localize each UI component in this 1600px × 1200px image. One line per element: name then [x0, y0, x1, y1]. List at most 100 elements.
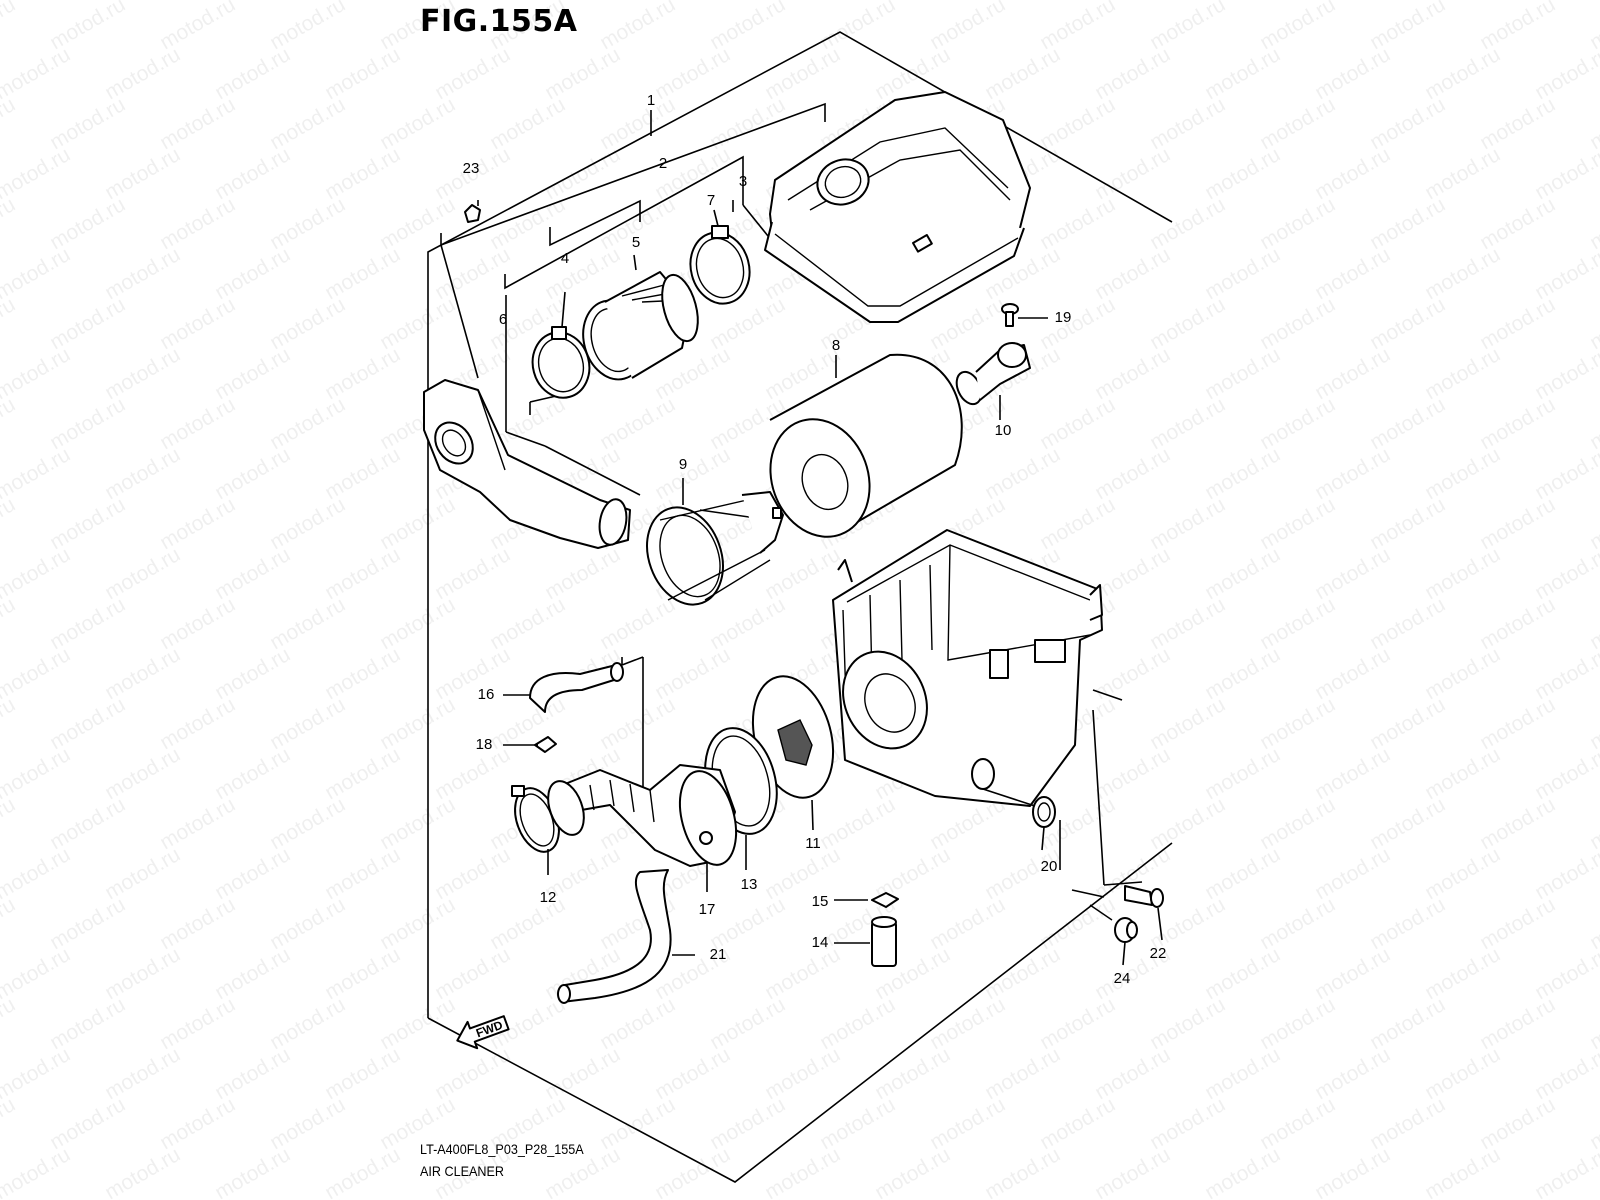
- callout-19: 19: [1055, 309, 1072, 326]
- callout-24: 24: [1114, 970, 1131, 987]
- part-20-grommet: [1032, 796, 1056, 828]
- part-24-screw: [1089, 904, 1138, 943]
- callout-13: 13: [741, 876, 758, 893]
- part-16-hose: [529, 662, 624, 713]
- callout-8: 8: [832, 337, 840, 354]
- callout-3: 3: [739, 173, 747, 190]
- watermark-text: motod.ru: [0, 593, 19, 654]
- watermark-text: motod.ru: [0, 143, 74, 204]
- part-15-clip: [871, 892, 899, 908]
- watermark-text: motod.ru: [0, 343, 74, 404]
- figure-code: LT-A400FL8_P03_P28_155A: [420, 1141, 584, 1157]
- watermark-text: motod.ru: [0, 843, 74, 904]
- watermark-text: motod.ru: [1531, 143, 1600, 204]
- watermark-text: motod.ru: [1366, 1193, 1449, 1200]
- callout-5: 5: [632, 234, 640, 251]
- watermark-text: motod.ru: [706, 1193, 789, 1200]
- callout-9: 9: [679, 456, 687, 473]
- watermark-text: motod.ru: [0, 643, 74, 704]
- watermark-text: motod.ru: [1421, 1143, 1504, 1200]
- part-5-rubber-boot: [582, 271, 699, 381]
- part-19-screw: [1001, 303, 1019, 327]
- callout-20: 20: [1041, 858, 1058, 875]
- watermark-text: motod.ru: [0, 893, 19, 954]
- callout-2: 2: [659, 155, 667, 172]
- watermark-text: motod.ru: [1531, 343, 1600, 404]
- callout-17: 17: [699, 901, 716, 918]
- callout-10: 10: [995, 422, 1012, 439]
- callout-12: 12: [540, 889, 557, 906]
- watermark-text: motod.ru: [0, 1143, 74, 1200]
- watermark-text: motod.ru: [0, 793, 19, 854]
- callout-labels: 1 2 3 4 5 6 7 8 9 10 11 12 13 14 15 16 1…: [463, 92, 1167, 987]
- watermark-text: motod.ru: [0, 543, 74, 604]
- figure-footer: LT-A400FL8_P03_P28_155A AIR CLEANER: [420, 1138, 584, 1182]
- watermark-text: motod.ru: [0, 1043, 74, 1104]
- watermark-text: motod.ru: [1201, 1143, 1284, 1200]
- watermark-text: motod.ru: [1256, 1193, 1339, 1200]
- watermark-text: motod.ru: [0, 393, 19, 454]
- callout-7: 7: [707, 192, 715, 209]
- watermark-text: motod.ru: [1531, 1043, 1600, 1104]
- watermark-text: motod.ru: [0, 1093, 19, 1154]
- watermark-text: motod.ru: [0, 493, 19, 554]
- watermark-text: motod.ru: [376, 1193, 459, 1200]
- watermark-text: motod.ru: [1531, 43, 1600, 104]
- figure-title: FIG.155A: [420, 4, 578, 39]
- watermark-text: motod.ru: [1531, 243, 1600, 304]
- watermark-text: motod.ru: [211, 1143, 294, 1200]
- watermark-text: motod.ru: [0, 293, 19, 354]
- watermark-text: motod.ru: [981, 1143, 1064, 1200]
- part-22-bolt: [1124, 885, 1164, 908]
- bracket-lines: [440, 102, 1143, 898]
- watermark-text: motod.ru: [1311, 1143, 1394, 1200]
- watermark-text: motod.ru: [1531, 543, 1600, 604]
- part-14-sleeve: [871, 916, 897, 967]
- watermark-text: motod.ru: [871, 1143, 954, 1200]
- watermark-text: motod.ru: [46, 1193, 129, 1200]
- figure-caption: AIR CLEANER: [420, 1163, 505, 1179]
- callout-18: 18: [476, 736, 493, 753]
- callout-4: 4: [561, 250, 569, 267]
- watermark-text: motod.ru: [0, 993, 19, 1054]
- part-3-air-cleaner-cap: [764, 91, 1031, 323]
- watermark-text: motod.ru: [0, 943, 74, 1004]
- watermark-text: motod.ru: [0, 193, 19, 254]
- watermark-text: motod.ru: [0, 93, 19, 154]
- watermark-text: motod.ru: [0, 443, 74, 504]
- callout-16: 16: [478, 686, 495, 703]
- watermark-text: motod.ru: [651, 1143, 734, 1200]
- watermark-text: motod.ru: [101, 1143, 184, 1200]
- part-23-clip: [464, 204, 481, 223]
- watermark-text: motod.ru: [321, 1143, 404, 1200]
- part-6-intake-duct: [423, 379, 631, 549]
- watermark-text: motod.ru: [1531, 443, 1600, 504]
- watermark-text: motod.ru: [596, 1193, 679, 1200]
- callout-23: 23: [463, 160, 480, 177]
- part-18-clip: [534, 736, 557, 753]
- callout-22: 22: [1150, 945, 1167, 962]
- part-21-drain-hose: [557, 869, 672, 1004]
- watermark-text: motod.ru: [486, 1193, 569, 1200]
- watermark-text: motod.ru: [1531, 943, 1600, 1004]
- watermark-text: motod.ru: [1586, 1193, 1600, 1200]
- watermark-text: motod.ru: [1531, 743, 1600, 804]
- part-11-screen: [751, 675, 835, 799]
- watermark-text: motod.ru: [0, 243, 74, 304]
- callout-11: 11: [805, 835, 821, 852]
- watermark-text: motod.ru: [0, 43, 74, 104]
- watermark-text: motod.ru: [1531, 843, 1600, 904]
- watermark-text: motod.ru: [0, 693, 19, 754]
- watermark-text: motod.ru: [816, 1193, 899, 1200]
- watermark-text: motod.ru: [156, 1193, 239, 1200]
- part-12-clamp: [511, 780, 585, 853]
- watermark-text: motod.ru: [926, 1193, 1009, 1200]
- leader-lines: [477, 110, 1163, 966]
- part-10-drain-plug: [955, 342, 1031, 406]
- watermark-text: motod.ru: [0, 1193, 19, 1200]
- watermark-text: motod.ru: [1036, 1193, 1119, 1200]
- watermark-text: motod.ru: [0, 0, 19, 54]
- callout-6: 6: [499, 311, 507, 328]
- callout-15: 15: [812, 893, 829, 910]
